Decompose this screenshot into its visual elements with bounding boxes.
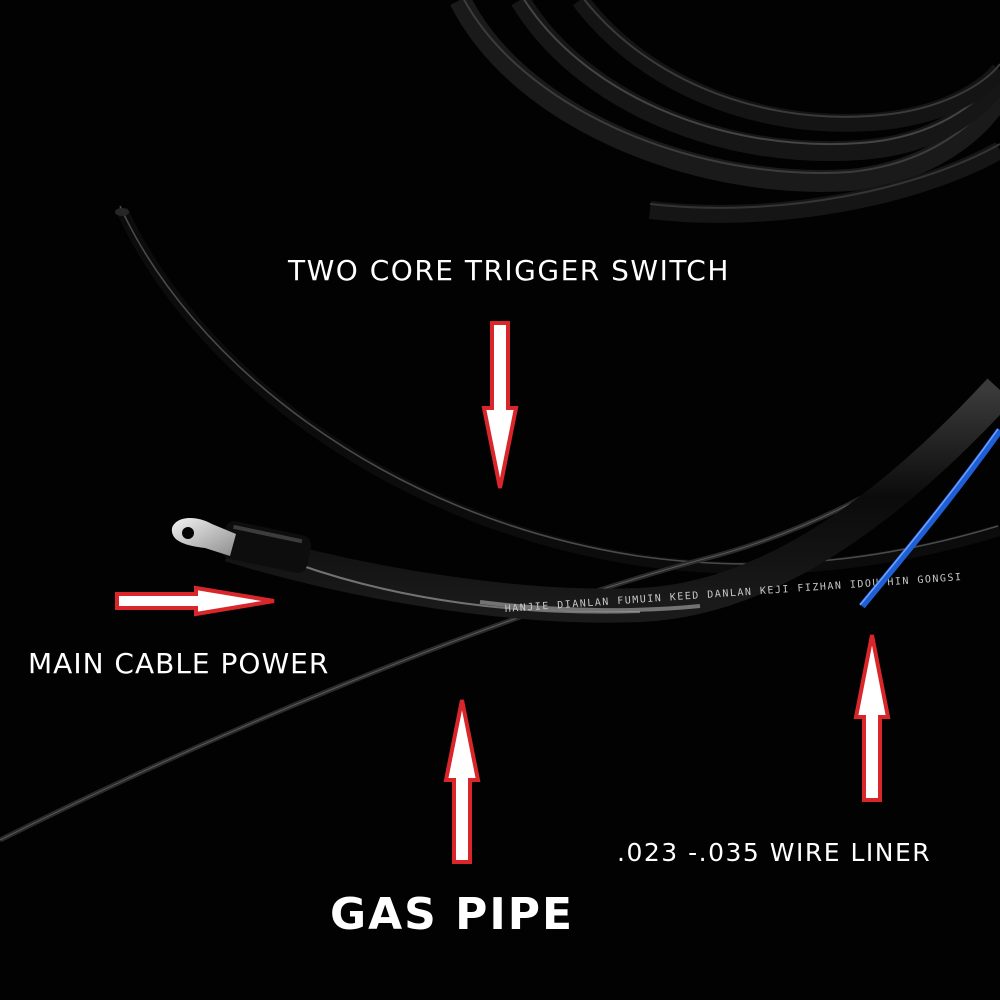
- trigger-switch-label: TWO CORE TRIGGER SWITCH: [288, 254, 730, 287]
- trigger-switch-wire: [115, 205, 1000, 575]
- gas-pipe-label: GAS PIPE: [330, 889, 575, 940]
- wire-liner: [859, 427, 1000, 609]
- arrow-gas-up-icon: [443, 699, 481, 864]
- main-power-label: MAIN CABLE POWER: [28, 647, 330, 680]
- arrow-trigger-down-icon: [481, 321, 519, 489]
- coiled-cables: [450, 0, 1000, 223]
- arrow-liner-up-icon: [853, 634, 891, 802]
- arrow-power-right-icon: [115, 585, 275, 617]
- wire-liner-label: .023 -.035 WIRE LINER: [617, 838, 932, 867]
